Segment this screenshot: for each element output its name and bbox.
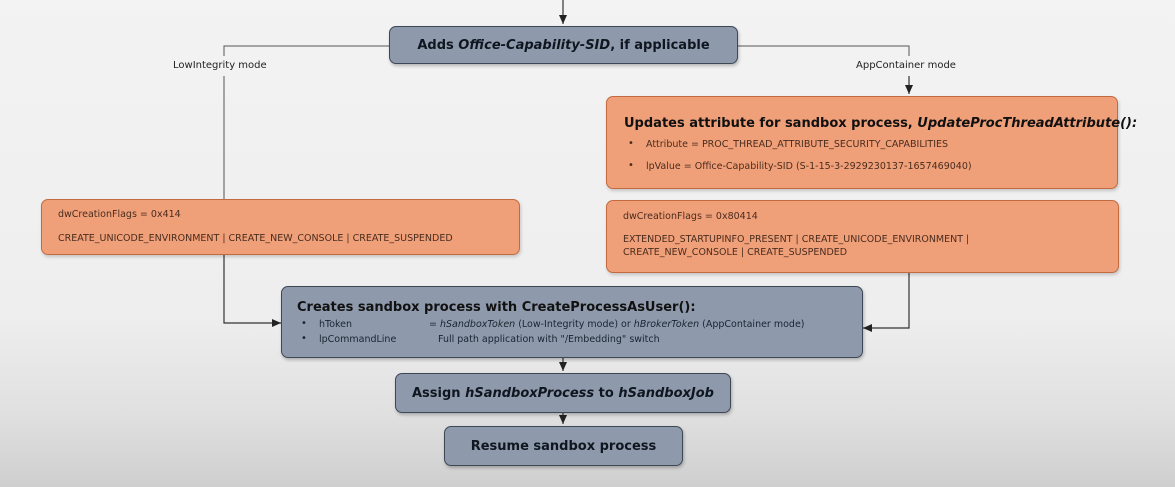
create-process-title: Creates sandbox process with CreateProce… — [297, 300, 696, 315]
update-attribute-box: Updates attribute for sandbox process, U… — [606, 96, 1137, 189]
resume-label: Resume sandbox process — [470, 438, 657, 454]
adds-capability-sid-box: Adds Office-Capability-SID , if applicab… — [389, 26, 738, 64]
flags-app-line-1: dwCreationFlags = 0x80414 — [623, 211, 758, 222]
flags-app-line-2: EXTENDED_STARTUPINFO_PRESENT | CREATE_UN… — [623, 234, 970, 245]
assign-prefix: Assign — [412, 385, 466, 401]
create-process-bullets: hToken = hSandboxToken (Low-Integrity mod… — [297, 316, 862, 347]
update-attribute-bullet-1: Attribute = PROC_THREAD_ATTRIBUTE_SECURI… — [624, 133, 1117, 156]
cmdline-value: Full path application with "/Embedding" … — [438, 334, 660, 345]
connector-low-integrity — [223, 45, 389, 56]
low-integrity-mode-label: LowIntegrity mode — [173, 60, 267, 71]
flags-app-line-3: CREATE_NEW_CONSOLE | CREATE_SUSPENDED — [623, 247, 848, 258]
htoken-key: hToken — [319, 319, 353, 330]
create-process-box: Creates sandbox process with CreateProce… — [281, 286, 863, 358]
assign-mid: to — [594, 385, 619, 401]
update-attribute-bullet-2: lpValue = Office-Capability-SID (S-1-15-… — [624, 155, 1117, 178]
adds-sid-italic: Office-Capability-SID — [458, 37, 611, 53]
arrow-right-to-create — [863, 273, 910, 332]
appcontainer-mode-label: AppContainer mode — [856, 60, 956, 71]
assign-job-box: Assign hSandboxProcess to hSandboxJob — [395, 373, 731, 413]
htoken-eq: = — [429, 319, 440, 330]
htoken-mid: (Low-Integrity mode) or — [515, 319, 634, 330]
flags-low-line-1: dwCreationFlags = 0x414 — [58, 209, 181, 220]
resume-process-box: Resume sandbox process — [444, 426, 683, 466]
cmdline-key: lpCommandLine — [319, 334, 397, 345]
assign-process-name: hSandboxProcess — [465, 385, 595, 401]
assign-job-name: hSandboxJob — [618, 385, 714, 401]
htoken-sandbox-token: hSandboxToken — [439, 319, 516, 330]
htoken-broker-token: hBrokerToken — [633, 319, 700, 330]
arrow-left-to-create — [223, 255, 281, 327]
htoken-tail: (AppContainer mode) — [699, 319, 805, 330]
adds-sid-suffix: , if applicable — [610, 37, 710, 53]
creation-flags-appcontainer-box: dwCreationFlags = 0x80414 EXTENDED_START… — [606, 200, 1119, 273]
adds-sid-prefix: Adds — [417, 37, 459, 53]
update-attribute-title-italic: UpdateProcThreadAttribute(): — [917, 116, 1138, 131]
creation-flags-low-integrity-box: dwCreationFlags = 0x414 CREATE_UNICODE_E… — [41, 199, 520, 255]
update-attribute-title: Updates attribute for sandbox process, U… — [624, 116, 1137, 131]
flags-low-line-2: CREATE_UNICODE_ENVIRONMENT | CREATE_NEW_… — [58, 233, 453, 244]
create-process-bullet-htoken: hToken = hSandboxToken (Low-Integrity mod… — [297, 316, 862, 332]
create-process-bullet-cmdline: lpCommandLine Full path application with … — [297, 331, 862, 347]
update-attribute-title-prefix: Updates attribute for sandbox process, — [624, 116, 918, 131]
update-attribute-bullets: Attribute = PROC_THREAD_ATTRIBUTE_SECURI… — [624, 133, 1117, 178]
connector-appcontainer — [737, 45, 910, 56]
